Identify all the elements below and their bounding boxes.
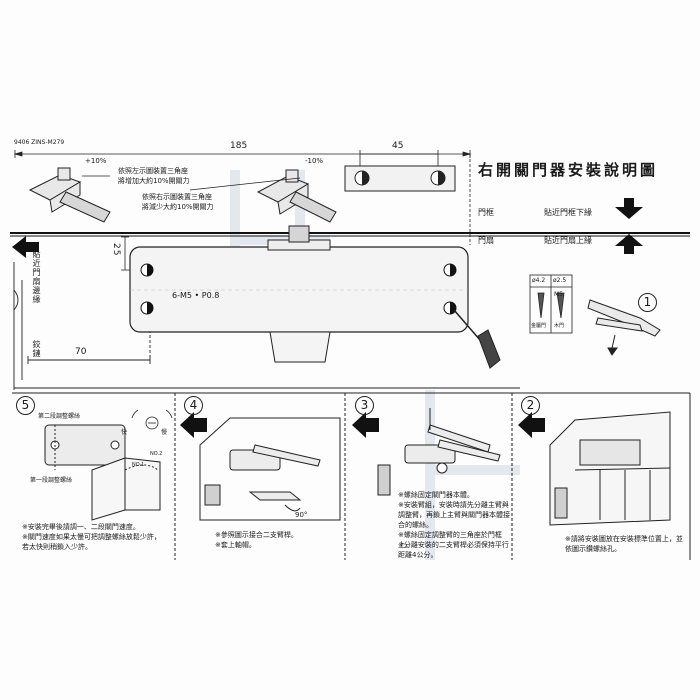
p5-slow: 慢 — [161, 429, 168, 436]
legend-door: 門扇 — [478, 236, 494, 245]
screwdriver-icon — [453, 309, 501, 369]
p5-valve2: 第二段調整螺絲 — [38, 413, 81, 420]
screw-d1: ø4.2 — [532, 277, 546, 284]
panel4-arrow — [180, 412, 207, 438]
step5-number: 5 — [16, 396, 35, 415]
p3-note1: ※螺絲固定關門器本體。 — [398, 491, 474, 499]
step1-arm — [587, 299, 661, 356]
left-arrow — [12, 236, 39, 258]
panel2-door-frame — [549, 411, 671, 526]
p3-note2: ※安裝臂組，安裝時請先分離主臂與調整臂，再鎖上主臂與關門器本體接合的螺絲。 — [398, 501, 510, 529]
panel3-assembly — [377, 408, 501, 496]
p4-note1: ※參照圖示接合二支臂桿。 — [215, 531, 298, 539]
panel2-arrow — [518, 412, 545, 438]
note-plus-line1: 依照左示圖裝置三角座 — [118, 167, 188, 175]
note-plus-line2: 將增加大約10%開關力 — [118, 177, 190, 185]
step4-number: 4 — [184, 396, 203, 415]
screw-m5: M5 — [554, 291, 563, 298]
screw-label1: 金屬門 — [531, 323, 547, 329]
dimension-185 — [13, 150, 472, 245]
leader-lines — [82, 175, 301, 191]
p2-note1: ※請將安裝圖放在安裝標準位置上，並依圖示鑽螺絲孔。 — [565, 535, 683, 553]
legend-arrows — [615, 198, 643, 254]
side-hinge: 鉸鏈 — [32, 340, 41, 358]
triangle-seat-plus — [28, 167, 111, 223]
dim-185: 185 — [230, 141, 248, 151]
frame-door-lines — [10, 232, 690, 237]
p5-fast: 快 — [121, 429, 128, 436]
p5-no1: NO.1 — [132, 462, 145, 468]
panel-frames — [12, 392, 691, 560]
note-minus-line2: 將減少大約10%開關力 — [142, 203, 214, 211]
closer-body — [129, 225, 469, 363]
step2-number: 2 — [521, 396, 540, 415]
step3-number: 3 — [355, 396, 374, 415]
p4-angle: 90° — [295, 511, 308, 519]
p4-note2: ※套上軸帽。 — [215, 541, 256, 549]
adjust-plus-label: +10% — [85, 157, 107, 165]
page-title: 右開關門器安裝說明圖 — [478, 161, 659, 179]
p5-no2: NO.2 — [150, 451, 163, 457]
panel4-assembly — [199, 417, 341, 521]
dim-25: 25 — [111, 243, 121, 257]
p3-note4: ※分離安裝的二支臂桿必須保持平行距離4公分。 — [398, 541, 509, 559]
p5-valve1: 第一段調整螺絲 — [30, 477, 73, 484]
screw-d2: ø2.5 — [553, 277, 567, 284]
side-door-edge: 貼近門扇邊緣 — [32, 250, 41, 304]
hole-spec: 6-M5 • P0.8 — [172, 291, 220, 300]
dimension-45 — [359, 150, 439, 166]
dim-45: 45 — [392, 141, 404, 151]
doc-code: 9406 ZINS-M279 — [14, 139, 65, 146]
legend-door-desc: 貼近門扇上緣 — [544, 236, 592, 245]
step1-number: 1 — [638, 293, 657, 312]
screw-label2: 木門 — [554, 323, 565, 329]
legend-frame: 門框 — [478, 208, 494, 217]
panel5-door — [91, 457, 161, 521]
panel3-arrow — [352, 412, 379, 438]
note-minus-line1: 依照右示圖裝置三角座 — [142, 193, 212, 201]
dim-70: 70 — [75, 347, 87, 357]
p5-note2: ※關門速度如果太慢可把調整螺絲放鬆少許，若太快則稍鎖入少許。 — [22, 533, 161, 551]
panel5-closer — [44, 424, 126, 470]
p3-note3: ※螺絲固定調整臂的三角座於門框上。 — [398, 531, 502, 549]
adjust-minus-label: -10% — [305, 157, 324, 165]
mounting-holes — [140, 263, 457, 315]
bracket-plate — [344, 165, 456, 192]
panel5-speed-dial — [131, 409, 173, 430]
screw-spec-box — [529, 274, 573, 334]
p5-note1: ※安裝完畢後請調一、二段關門速度。 — [22, 523, 140, 531]
legend-frame-desc: 貼近門框下緣 — [544, 208, 592, 217]
